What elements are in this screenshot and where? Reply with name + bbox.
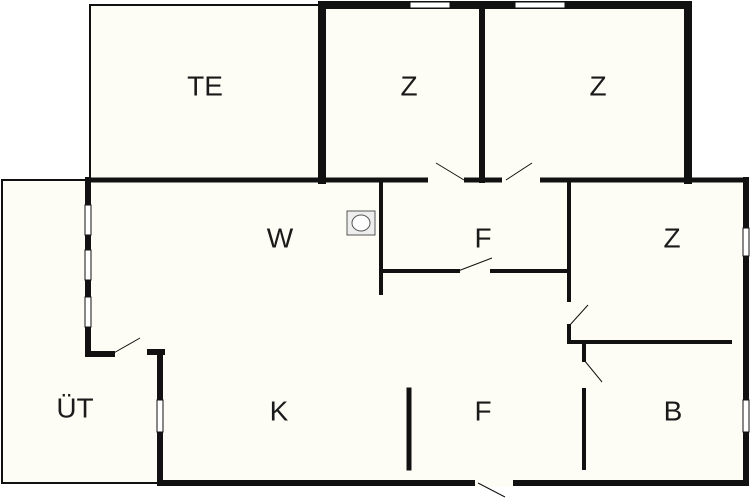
door-leaf-upper-left <box>435 162 465 181</box>
window-upper-left <box>409 1 451 9</box>
door-leaf-upper-right <box>505 162 533 181</box>
door-leaf-bedroom <box>568 304 589 327</box>
windows <box>84 1 750 433</box>
main-floor <box>88 180 746 483</box>
porch-floor <box>2 180 160 483</box>
room-label-b: B <box>664 395 683 426</box>
window-left-1 <box>84 204 92 236</box>
window-right-upper <box>742 227 750 257</box>
room-label-f-hall: F <box>474 222 491 253</box>
window-left-3 <box>84 296 92 328</box>
window-left-2 <box>84 249 92 281</box>
window-kitchen <box>156 399 164 433</box>
door-leaf-hall <box>457 257 493 272</box>
door-gap-upper-left <box>428 176 464 184</box>
doors <box>111 162 603 498</box>
room-label-z-upper-right: Z <box>589 70 606 101</box>
room-label-z-right: Z <box>663 222 680 253</box>
door-gap-entrance <box>475 479 513 487</box>
room-label-ut: ÜT <box>56 392 93 423</box>
door-leaf-bath <box>583 359 603 383</box>
window-upper-right <box>514 1 566 9</box>
terrace-outline <box>89 4 322 177</box>
window-right-lower <box>742 399 750 433</box>
porch-outline <box>1 179 160 484</box>
door-leaf-porch <box>111 337 141 355</box>
room-label-f-lower: F <box>474 395 491 426</box>
room-label-te: TE <box>187 70 223 101</box>
door-leaf-entrance <box>477 482 506 498</box>
room-label-w: W <box>267 222 294 253</box>
terrace-floor <box>90 5 322 177</box>
upper-rooms-floor <box>322 5 688 180</box>
chimney-icon <box>346 210 376 236</box>
door-gap-upper-right <box>502 176 540 184</box>
room-label-z-upper-left: Z <box>400 70 417 101</box>
room-label-k: K <box>270 395 289 426</box>
upper-outer-wall <box>318 1 692 184</box>
